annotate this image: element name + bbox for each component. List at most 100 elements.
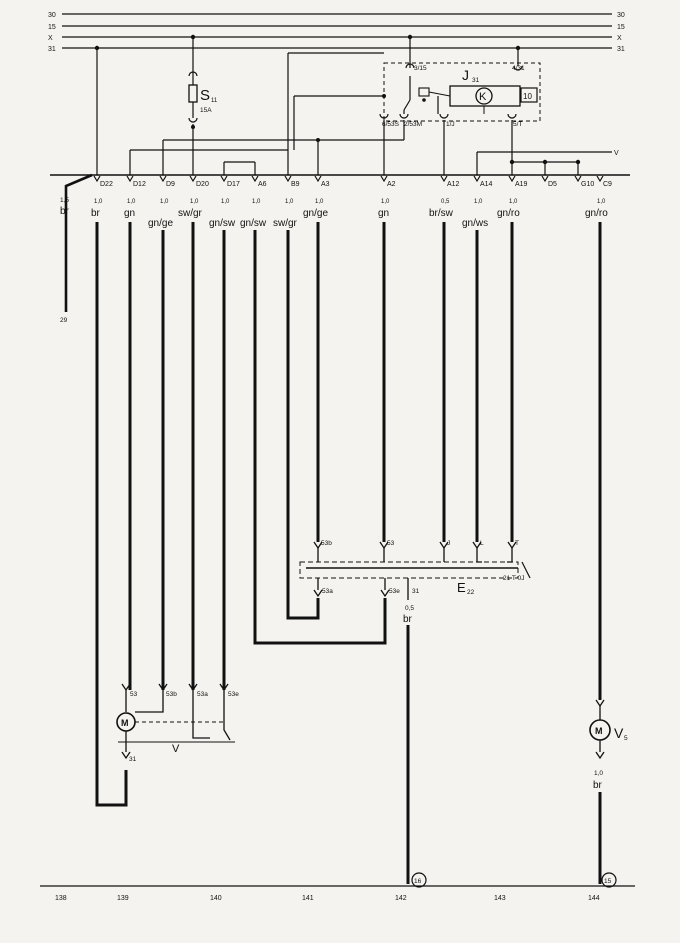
switch-part: 21 T 0J: [503, 575, 524, 582]
connector-wire-color: br/sw: [429, 208, 454, 219]
thick-wires: [95, 222, 602, 870]
connector-id: D12: [133, 181, 146, 188]
footer-number: 138: [55, 895, 67, 902]
connector-id: A6: [258, 181, 267, 188]
wiper-motor-symbol: M: [121, 718, 129, 728]
connector-wire-color: gn/ge: [303, 208, 328, 219]
wiper-motor-ground: 31: [129, 756, 137, 763]
rail-label-left-30: 30: [48, 12, 56, 19]
connector-id: D9: [166, 181, 175, 188]
connector-wire-color: gn: [378, 208, 389, 219]
connector-wire-color: gn/ro: [585, 208, 608, 219]
connector-wire-color: gn/sw: [209, 218, 236, 229]
connector-gauge: 1,0: [597, 199, 606, 205]
switch-housing: [299, 561, 519, 579]
switch-term-t: T: [515, 540, 519, 547]
connector-pin: [93, 175, 101, 183]
motor-term-53a: 53a: [197, 691, 208, 698]
rail-label-right-15: 15: [617, 24, 625, 31]
fuse-sub: 11: [211, 98, 218, 104]
relay-output-wires: [129, 94, 513, 175]
footer-number: 139: [117, 895, 129, 902]
relay-j31: 3/15 4/31 J 31 K 10 6/53S 2/53M 1/J 5/T: [379, 34, 541, 128]
connector-gauge: 1,0: [509, 199, 518, 205]
relay-pin-2-53m: 2/53M: [404, 121, 422, 128]
rail-label-left-15: 15: [48, 24, 56, 31]
wiper-motor-label: V: [172, 743, 180, 755]
fuse-element: [188, 84, 198, 103]
connector-wire-color: sw/gr: [178, 208, 203, 219]
connector-pin: [473, 175, 481, 183]
connector-wire-color: sw/gr: [273, 218, 298, 229]
connector-id: A14: [480, 181, 493, 188]
switch-sub: 22: [467, 589, 475, 596]
connector-gauge: 1,0: [221, 199, 230, 205]
ground-point-16-label: 16: [414, 878, 422, 885]
footer-number: 142: [395, 895, 407, 902]
ground-point-16: [411, 872, 427, 888]
switch-term-j: J: [447, 540, 450, 547]
rail-label-left-31: 31: [48, 46, 56, 53]
relay-box-number-frame: [520, 87, 538, 103]
footer-number: 144: [588, 895, 600, 902]
connector-gauge: 1,0: [474, 199, 483, 205]
footer-number: 140: [210, 895, 222, 902]
footer-numbers: 138 139 140 141 142 143 144: [55, 895, 600, 902]
connector-id: A3: [321, 181, 330, 188]
switch-e22: 53b 53 J L T 53a 53e 31 E 22 21 T 0J 0,5…: [299, 540, 531, 625]
relay-coil-symbol: K: [479, 91, 487, 103]
switch-ground-color: br: [403, 614, 413, 625]
connector-gauge: 1,0: [285, 199, 294, 205]
footer-number: 141: [302, 895, 314, 902]
washer-pump-sub: 5: [624, 735, 628, 742]
relay-sub: 31: [472, 77, 480, 84]
connector-id: B9: [291, 181, 300, 188]
side-wire-ref: 29: [60, 317, 68, 324]
switch-term-53a: 53a: [322, 588, 333, 595]
washer-pump: M V 5 1,0 br: [589, 699, 628, 791]
connector-id: D5: [548, 181, 557, 188]
connector-gauge: 1,0: [190, 199, 199, 205]
connector-gauge: 1,0: [127, 199, 136, 205]
motor-term-53b: 53b: [166, 691, 177, 698]
connector-id: A2: [387, 181, 396, 188]
switch-term-53e: 53e: [389, 588, 400, 595]
connector-pin: [251, 175, 259, 183]
connector-wire-color: br: [91, 208, 101, 219]
connector-pin: [284, 175, 292, 183]
connector-pin: [574, 175, 582, 183]
connector-id: D17: [227, 181, 240, 188]
connector-wire-color: gn/sw: [240, 218, 267, 229]
connector-group: D221,0brD121,0gnD91,0gn/geD201,0sw/grD17…: [91, 175, 612, 229]
connector-wire-color: gn/ge: [148, 218, 173, 229]
ground-point-15-label: 15: [604, 878, 612, 885]
rail-label-left-x: X: [48, 35, 53, 42]
relay-pin-4-31: 4/31: [512, 65, 525, 72]
switch-term-53: 53: [387, 540, 395, 547]
motor-term-53e: 53e: [228, 691, 239, 698]
connector-gauge: 1,0: [252, 199, 261, 205]
ground-point-15: [601, 872, 617, 888]
connector-id: D20: [196, 181, 209, 188]
relay-box-number: 10: [523, 92, 532, 101]
connector-id: A12: [447, 181, 460, 188]
connector-pin: [159, 175, 167, 183]
motor-term-53: 53: [130, 691, 138, 698]
connector-pin: [314, 175, 322, 183]
rail-label-right-31: 31: [617, 46, 625, 53]
wiper-motor: 53 53b 53a 53e M 31 V: [116, 683, 239, 763]
connector-wire-color: gn/ws: [462, 218, 488, 229]
connector-gauge: 1,0: [381, 199, 390, 205]
fuse-s11: S 11 15A: [188, 34, 218, 175]
rail-31-drops: [94, 45, 521, 175]
connector-pin: [440, 175, 448, 183]
rail-label-right-30: 30: [617, 12, 625, 19]
washer-pump-ground-gauge: 1,0: [594, 770, 603, 777]
bus-marker: V: [614, 150, 619, 157]
relay-pin-1-j: 1/J: [446, 121, 455, 128]
power-rails: 30 15 X 31 30 15 X 31: [48, 12, 625, 53]
rail-label-right-x: X: [617, 35, 622, 42]
relay-coil-circle: [475, 87, 493, 105]
switch-id: E: [457, 580, 466, 595]
